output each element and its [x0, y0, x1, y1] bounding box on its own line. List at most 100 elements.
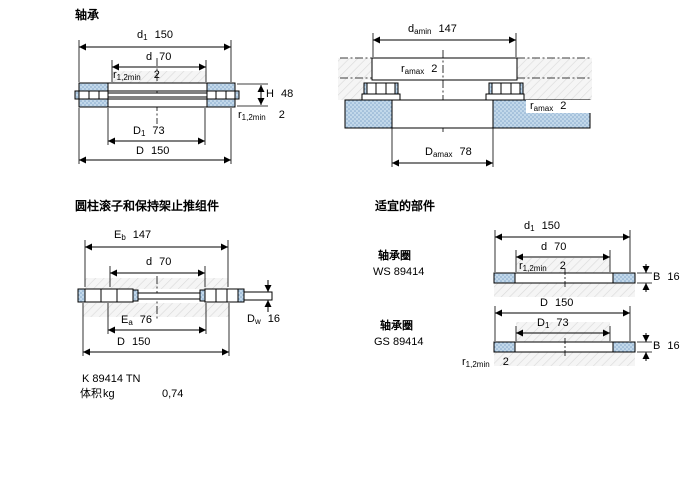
dim-sub: amax	[533, 104, 554, 113]
dim-value: 70	[159, 51, 172, 63]
dim-sym: D	[136, 145, 144, 157]
roller-cage-assembly-drawing	[77, 240, 273, 356]
dim-H: H 48	[266, 88, 293, 100]
parts-section-title: 适宜的部件	[375, 199, 436, 213]
bearing-cross-section-drawing	[74, 40, 268, 164]
dim-value: 16	[667, 340, 680, 352]
dim-sub: amax	[432, 150, 453, 159]
dim-sym: r	[530, 100, 534, 112]
bearing-section-title: 轴承	[75, 8, 100, 22]
dim-value: 150	[541, 220, 560, 232]
washer-gs-label: 轴承圈	[380, 320, 413, 332]
dim-sym: d	[146, 256, 153, 268]
dim-sub: 1	[140, 129, 146, 138]
dim-ws-r12min: r1,2min 2	[519, 260, 566, 273]
suitable-parts-drawings	[493, 230, 652, 366]
dim-D1: D1 73	[133, 125, 165, 138]
dim-sub: amax	[404, 67, 425, 76]
dim-ws-d: d 70	[541, 241, 566, 253]
dim-sym: D	[537, 317, 545, 329]
dim-sub: 1,2min	[522, 264, 547, 273]
mass-unit: kg	[103, 388, 115, 400]
dim-value: 150	[150, 145, 170, 157]
dim-sym: r	[462, 356, 466, 368]
dim-value: 150	[554, 297, 574, 309]
dim-value: 16	[667, 271, 680, 283]
dim-value: 2	[559, 260, 566, 272]
dim-sym: H	[266, 88, 274, 100]
dim-D-assembly: D 150	[117, 336, 150, 348]
dim-sym: d	[146, 51, 153, 63]
dim-sym: d	[541, 241, 548, 253]
dim-value: 76	[139, 314, 153, 326]
dim-damin: damin 147	[408, 23, 457, 36]
assembly-section-title: 圆柱滚子和保持架止推组件	[75, 199, 220, 213]
mass-value: 0,74	[162, 388, 184, 400]
dim-d-assembly: d 70	[146, 256, 171, 268]
dim-Ea: Ea 76	[121, 314, 153, 327]
dim-sym: d	[408, 23, 415, 35]
dim-gs-B: B 16	[653, 340, 680, 352]
dim-sym: r	[113, 69, 117, 81]
designation-text: K 89414 TN	[82, 373, 141, 385]
dim-value: 16	[267, 313, 280, 325]
dim-sym: D	[540, 297, 548, 309]
washer-ws-designation: WS 89414	[373, 266, 425, 278]
dim-ramax-right: ramax 2	[528, 100, 569, 113]
dim-sym: r	[238, 109, 242, 121]
dim-sub: 1,2min	[116, 73, 141, 82]
dim-sub: a	[128, 318, 133, 327]
dim-value: 150	[154, 29, 173, 41]
dim-sym: D	[425, 146, 433, 158]
dim-value: 73	[556, 317, 569, 329]
washer-ws-label: 轴承圈	[378, 250, 411, 262]
dim-sub: 1,2min	[465, 360, 490, 369]
dim-value: 2	[431, 63, 438, 75]
dim-sym: d	[137, 29, 144, 41]
dim-value: 48	[280, 88, 294, 100]
dim-sym: B	[653, 340, 661, 352]
dim-value: 2	[153, 69, 160, 81]
dim-value: 2	[560, 100, 567, 112]
dim-D: D 150	[136, 145, 169, 157]
dim-sub: 1,2min	[241, 113, 266, 122]
dim-d: d 70	[146, 51, 171, 63]
dim-value: 150	[131, 336, 151, 348]
dim-sub: 1	[143, 33, 148, 42]
dim-value: 70	[554, 241, 567, 253]
dim-r12min-top: r1,2min 2	[113, 69, 160, 82]
dim-sym: D	[247, 313, 255, 325]
dim-sym: r	[401, 63, 405, 75]
dim-gs-D: D 150	[540, 297, 573, 309]
dim-gs-D1: D1 73	[537, 317, 569, 330]
dim-sym: D	[133, 125, 141, 137]
washer-gs-designation: GS 89414	[374, 336, 424, 348]
dim-ws-d1: d1 150	[524, 220, 560, 233]
dim-sub: 1	[544, 321, 550, 330]
dim-value: 2	[502, 356, 509, 368]
mass-label: 体积	[80, 388, 102, 400]
dim-sym: E	[121, 314, 129, 326]
dim-value: 78	[459, 146, 472, 158]
dim-sym: E	[114, 229, 122, 241]
dim-Damax: Damax 78	[425, 146, 472, 159]
dim-value: 147	[438, 23, 457, 35]
dim-ws-B: B 16	[653, 271, 680, 283]
dim-value: 70	[159, 256, 172, 268]
dim-sym: r	[519, 260, 523, 272]
dim-sym: D	[117, 336, 125, 348]
dim-sub: amin	[414, 27, 432, 36]
dim-value: 73	[152, 125, 165, 137]
dim-d1: d1 150	[137, 29, 173, 42]
dim-ramax-top: ramax 2	[401, 63, 438, 76]
dim-sym: B	[653, 271, 661, 283]
dim-sub: 1	[530, 224, 535, 233]
dim-sym: d	[524, 220, 531, 232]
mounting-drawing	[338, 33, 592, 167]
dim-sub: b	[121, 233, 126, 242]
